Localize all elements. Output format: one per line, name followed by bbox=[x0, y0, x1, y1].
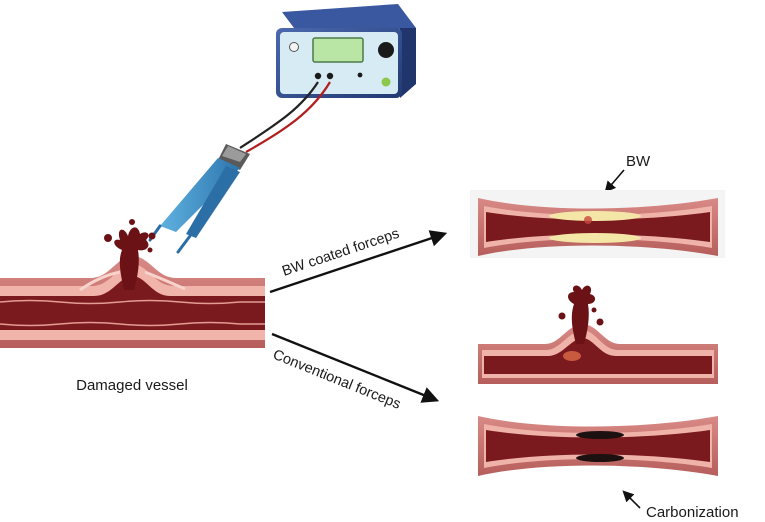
generator-cables bbox=[239, 81, 331, 153]
electrosurgical-generator-icon bbox=[276, 4, 416, 98]
label-damaged-vessel: Damaged vessel bbox=[76, 377, 188, 394]
pointer-bw bbox=[604, 169, 625, 193]
bw-coating-bottom bbox=[549, 233, 641, 243]
bleeding-vessel-conventional bbox=[478, 285, 718, 384]
label-carbonization: Carbonization bbox=[646, 504, 739, 521]
label-bw: BW bbox=[626, 153, 651, 170]
blood-splash-icon bbox=[104, 219, 156, 290]
bw-coating-top bbox=[549, 211, 641, 221]
pointer-carbonization bbox=[622, 490, 641, 509]
forceps-icon bbox=[148, 144, 250, 254]
label-bw-coated-forceps: BW coated forceps bbox=[280, 226, 401, 280]
char-mark-icon bbox=[576, 431, 624, 439]
sealed-vessel-bw bbox=[470, 190, 725, 258]
arrow-bw-forceps bbox=[269, 230, 448, 294]
damaged-vessel-icon bbox=[0, 256, 265, 348]
arrow-conventional-forceps bbox=[271, 332, 440, 403]
char-mark-icon bbox=[576, 454, 624, 462]
carbonized-vessel bbox=[478, 416, 718, 476]
